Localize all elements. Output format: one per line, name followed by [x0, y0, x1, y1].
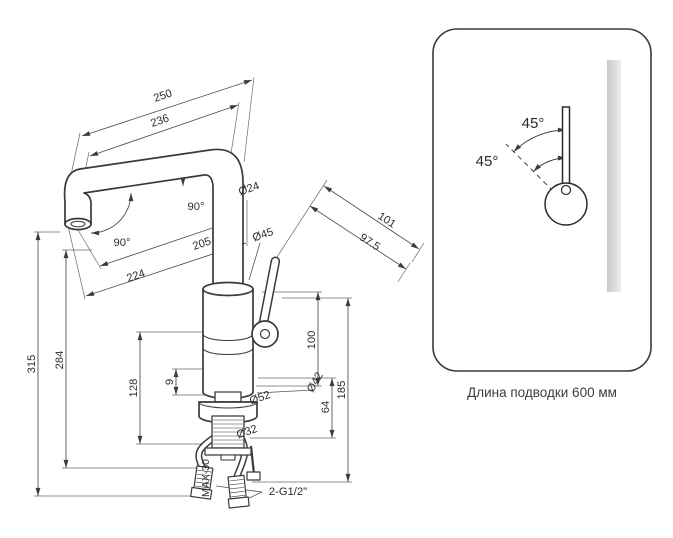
mounting-bracket	[204, 447, 252, 461]
hose-connector-left	[190, 465, 214, 500]
dimension-labels: 250 236 90° Ø24 90° 205 224 Ø45 101 97.5…	[26, 87, 398, 498]
handle-top-view-joint	[560, 184, 572, 196]
handle-top-view-base	[544, 182, 588, 226]
dim-101-label: 101	[376, 210, 398, 230]
base-flange-rim	[198, 401, 258, 409]
dim-64-label: 64	[320, 401, 332, 413]
body-ring-2	[202, 347, 254, 355]
inset-panel-border	[432, 28, 652, 372]
dim-90-top-label: 90°	[188, 201, 205, 213]
inset-angle-b-label: 45°	[476, 153, 499, 170]
dim-236-label: 236	[149, 112, 171, 129]
dim-90-outlet-label: 90°	[114, 237, 131, 249]
dim-9-label: 9	[164, 379, 176, 385]
dim-284-label: 284	[54, 351, 66, 370]
body-top-rim	[202, 281, 254, 297]
dim-250-label: 250	[152, 87, 174, 104]
dim-d42-label: Ø42	[305, 370, 326, 394]
body-cylinder	[202, 288, 254, 400]
inset-angle-a-label: 45°	[522, 115, 545, 132]
hose-length-caption: Длина подводки 600 мм	[467, 385, 617, 400]
dim-thread-label: 2-G1/2"	[269, 486, 307, 498]
wall-stripe	[607, 60, 621, 292]
dim-315-label: 315	[26, 355, 38, 374]
dim-d45-label: Ø45	[251, 226, 275, 244]
threaded-stud	[211, 415, 245, 449]
body-ring-1	[202, 333, 254, 341]
hose-connector-right	[227, 474, 250, 509]
dim-205-label: 205	[191, 235, 213, 252]
angle-arc-outlet-bend	[90, 192, 134, 236]
dim-100-label: 100	[306, 331, 318, 350]
handle-pivot-cap	[259, 328, 271, 340]
spout	[63, 148, 244, 288]
rotation-arc-outer	[513, 127, 567, 153]
handle-rotation-inset: 45° 45° Длина подводки 600 мм	[432, 28, 652, 400]
handle-top-view-lever	[561, 106, 571, 188]
dim-128-label: 128	[128, 379, 140, 398]
spout-aerator	[70, 220, 86, 228]
base-neck	[214, 391, 242, 403]
faucet-body-drawing	[63, 148, 281, 509]
dim-185-label: 185	[336, 381, 348, 400]
dim-224-label: 224	[125, 267, 147, 284]
dim-max30-label: MAX-30	[200, 459, 212, 497]
dim-97-5-label: 97.5	[357, 232, 382, 254]
